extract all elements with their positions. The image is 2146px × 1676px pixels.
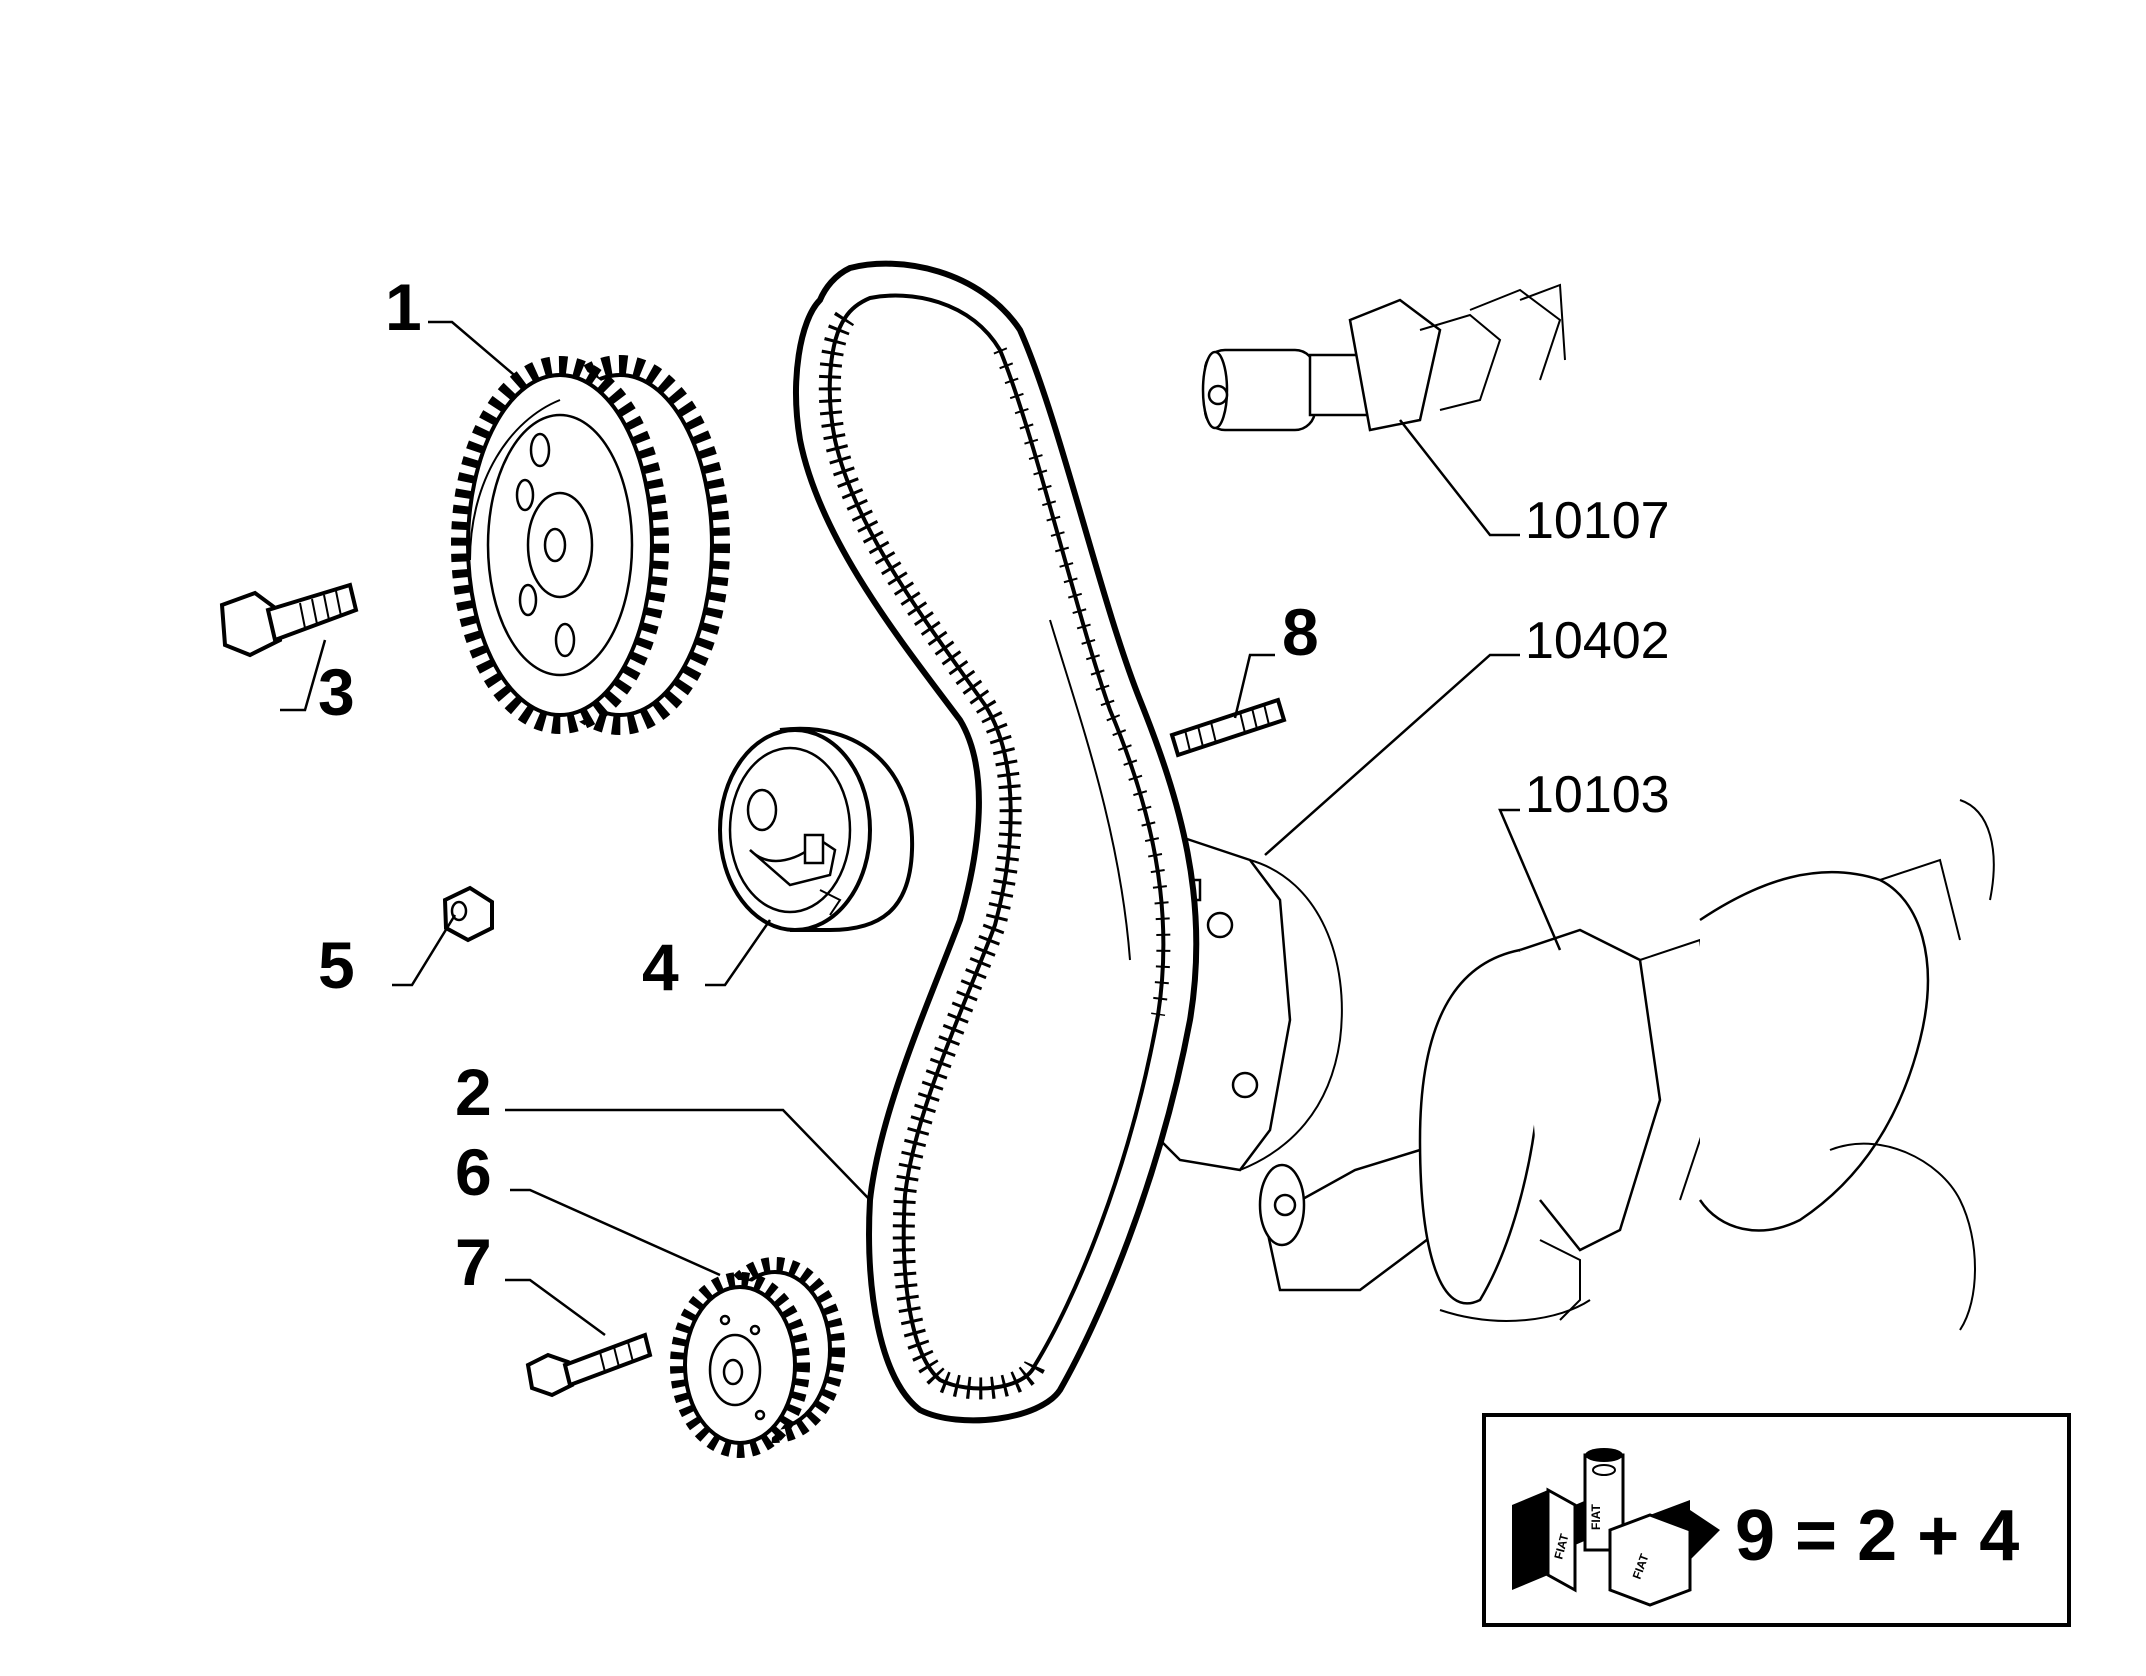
callout-4: 4 [642, 930, 679, 1004]
stud-8 [1169, 697, 1287, 758]
callout-1: 1 [385, 270, 422, 344]
kit-formula: 9 = 2 + 4 [1735, 1496, 2019, 1576]
tensioner-pulley [718, 726, 915, 932]
camshaft-drawing [1201, 283, 1566, 432]
callout-6: 6 [455, 1135, 492, 1209]
kit-icon: FIAT FIAT FIAT [1512, 1448, 1720, 1607]
callout-10402: 10402 [1525, 612, 1670, 670]
bolt-7 [525, 1332, 653, 1398]
crankshaft-drawing [1258, 799, 1995, 1331]
nut-5 [442, 885, 494, 943]
callout-labels: 1 2 3 4 5 6 7 8 10107 10402 10103 [318, 270, 1670, 1299]
callout-5: 5 [318, 928, 355, 1002]
kit-logo-text-center: FIAT [1589, 1504, 1603, 1530]
callout-8: 8 [1282, 595, 1319, 669]
bolt-3 [219, 582, 359, 658]
kit-box: FIAT FIAT FIAT 9 = 2 + 4 [1482, 1413, 2071, 1627]
callout-10103: 10103 [1525, 766, 1670, 824]
timing-belt [793, 260, 1200, 1424]
callout-10107: 10107 [1525, 492, 1670, 550]
kit-logo-text-left: FIAT [1551, 1532, 1571, 1561]
callout-7: 7 [455, 1225, 492, 1299]
camshaft-sprocket [451, 355, 730, 735]
callout-2: 2 [455, 1055, 492, 1129]
callout-3: 3 [318, 655, 355, 729]
leader-lines [280, 320, 1562, 1337]
crankshaft-sprocket [670, 1257, 845, 1458]
